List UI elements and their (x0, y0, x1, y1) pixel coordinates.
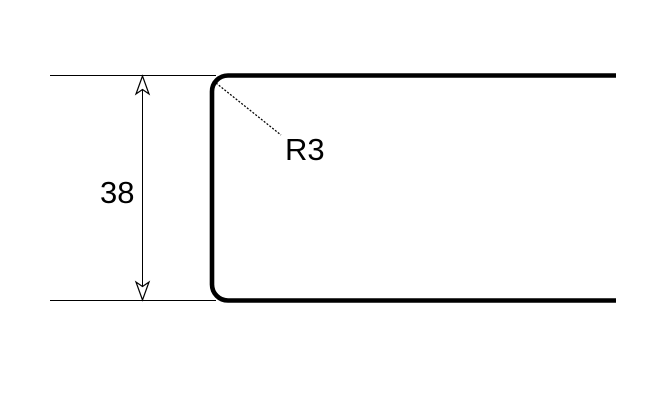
part-outline-profile (209, 73, 616, 303)
dimension-label-height: 38 (100, 175, 134, 210)
dimension-arrowhead-bottom-icon (134, 280, 151, 302)
radius-leader-line (215, 82, 282, 136)
dimension-label-radius: R3 (285, 132, 325, 167)
dimension-arrowhead-top-icon (134, 74, 151, 96)
